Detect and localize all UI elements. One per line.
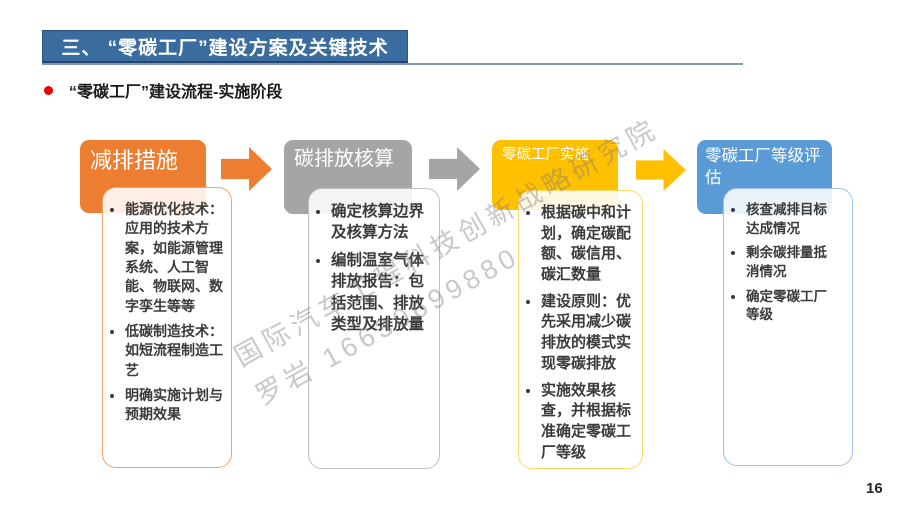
slide-title: 三、 “零碳工厂”建设方案及关键技术 bbox=[61, 37, 389, 59]
bullet-item: 实施效果核查，并根据标准确定零碳工厂等级 bbox=[541, 381, 636, 464]
bullet-item: 剩余碳排量抵消情况 bbox=[746, 244, 838, 281]
slide-title-banner: 三、 “零碳工厂”建设方案及关键技术 bbox=[42, 30, 408, 63]
bullet-item: 能源优化技术：应用的技术方案，如能源管理系统、人工智能、物联网、数字孪生等等 bbox=[125, 200, 225, 316]
title-underline bbox=[42, 63, 743, 65]
stage-box-implementation: 根据碳中和计划，确定碳配额、碳信用、碳汇数量 建设原则：优先采用减少碳排放的模式… bbox=[518, 190, 643, 469]
stage-title: 减排措施 bbox=[90, 148, 179, 173]
stage-box-emission-reduction: 能源优化技术：应用的技术方案，如能源管理系统、人工智能、物联网、数字孪生等等 低… bbox=[102, 187, 232, 468]
bullet-item: 根据碳中和计划，确定碳配额、碳信用、碳汇数量 bbox=[541, 203, 636, 286]
stage-title: 零碳工厂实施 bbox=[502, 147, 589, 163]
stage-title: 碳排放核算 bbox=[294, 148, 394, 170]
bullet-item: 核查减排目标达成情况 bbox=[746, 201, 838, 238]
bullet-list: 根据碳中和计划，确定碳配额、碳信用、碳汇数量 建设原则：优先采用减少碳排放的模式… bbox=[519, 191, 642, 463]
arrow-right-icon bbox=[636, 149, 686, 191]
stage-title: 零碳工厂等级评估 bbox=[705, 147, 821, 187]
arrow-right-icon bbox=[221, 147, 272, 191]
stage-box-grade-assessment: 核查减排目标达成情况 剩余碳排量抵消情况 确定零碳工厂等级 bbox=[723, 188, 853, 466]
bullet-list: 核查减排目标达成情况 剩余碳排量抵消情况 确定零碳工厂等级 bbox=[724, 189, 852, 325]
red-bullet-icon bbox=[44, 85, 53, 95]
arrow-right-icon bbox=[429, 147, 480, 191]
subtitle-row: “零碳工厂”建设流程-实施阶段 bbox=[44, 78, 282, 102]
bullet-item: 确定零碳工厂等级 bbox=[746, 288, 838, 325]
stage-box-carbon-accounting: 确定核算边界及核算方法 编制温室气体排放报告：包括范围、排放类型及排放量 bbox=[308, 188, 440, 469]
bullet-item: 明确实施计划与预期效果 bbox=[125, 386, 225, 425]
bullet-item: 低碳制造技术：如短流程制造工艺 bbox=[125, 322, 225, 380]
bullet-item: 确定核算边界及核算方法 bbox=[331, 201, 433, 244]
bullet-item: 编制温室气体排放报告：包括范围、排放类型及排放量 bbox=[331, 250, 433, 336]
subtitle-text: “零碳工厂”建设流程-实施阶段 bbox=[69, 84, 283, 101]
page-number: 16 bbox=[866, 480, 883, 497]
bullet-item: 建设原则：优先采用减少碳排放的模式实现零碳排放 bbox=[541, 292, 636, 375]
bullet-list: 确定核算边界及核算方法 编制温室气体排放报告：包括范围、排放类型及排放量 bbox=[309, 189, 439, 335]
bullet-list: 能源优化技术：应用的技术方案，如能源管理系统、人工智能、物联网、数字孪生等等 低… bbox=[103, 188, 231, 424]
